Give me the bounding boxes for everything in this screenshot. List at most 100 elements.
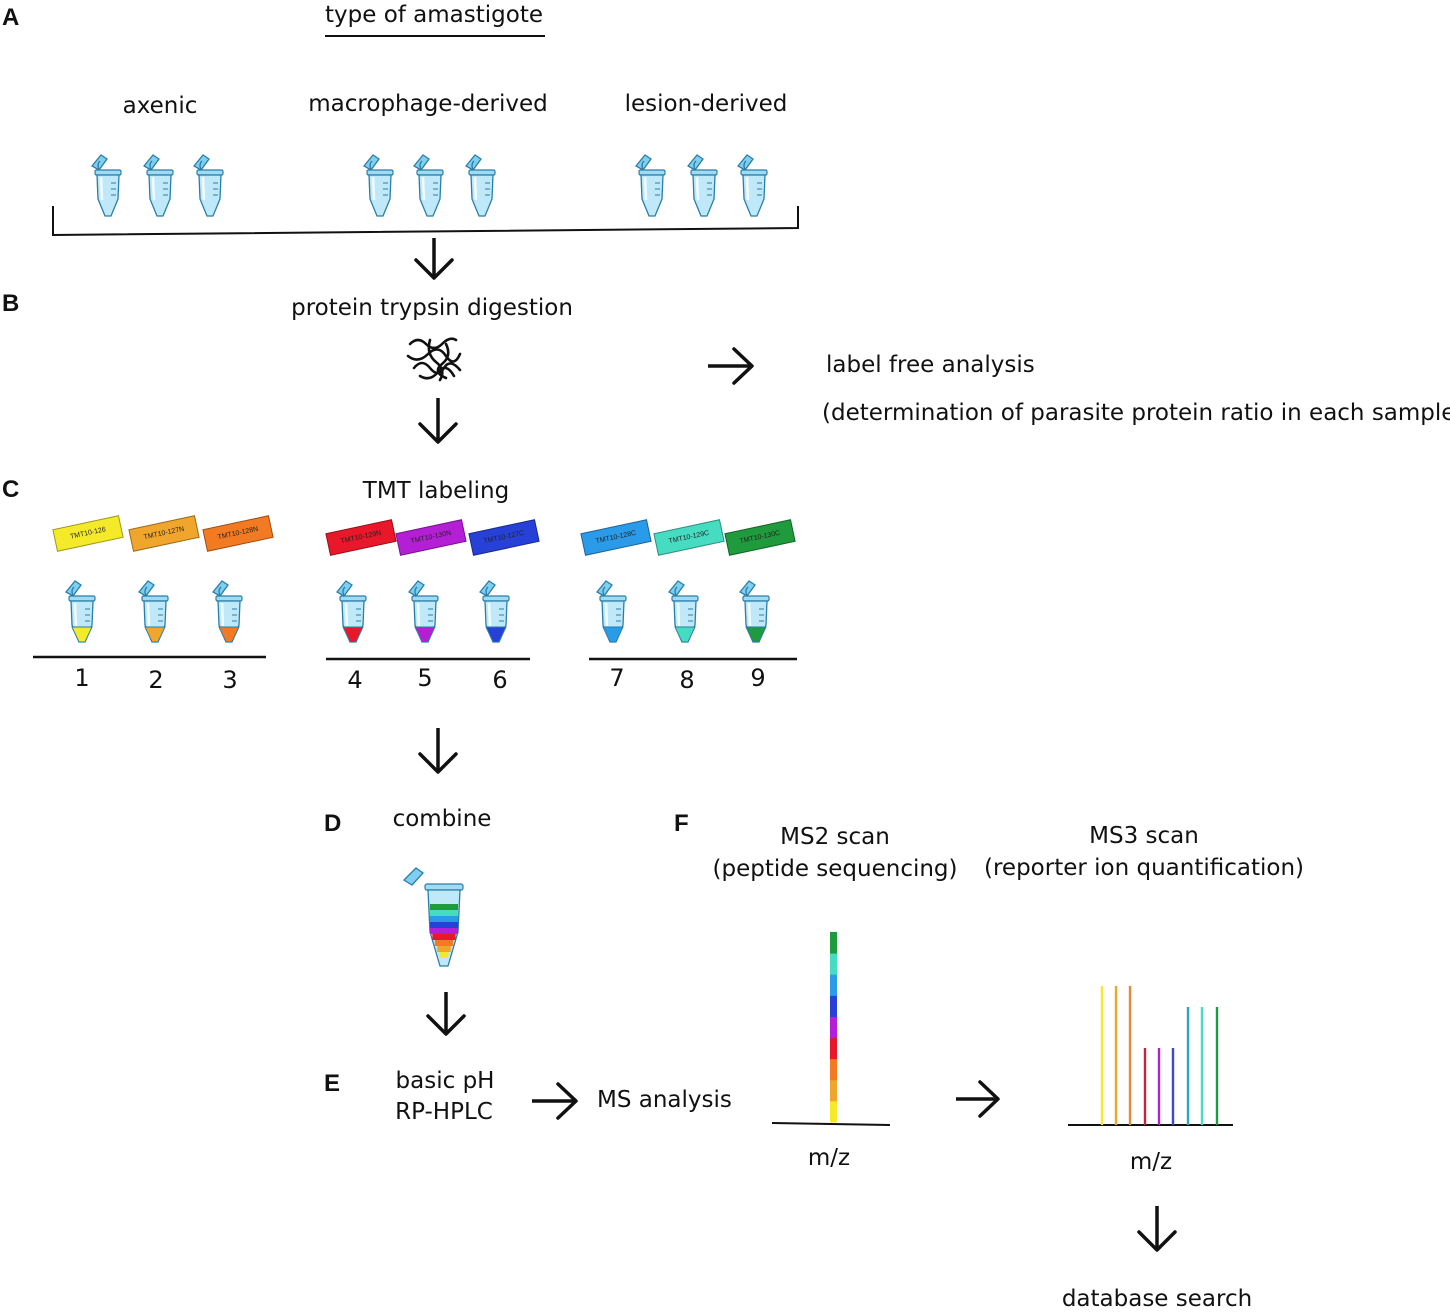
arrow-d-to-e-head xyxy=(426,1014,466,1036)
tmt-labeling-title: TMT labeling xyxy=(362,478,510,504)
tmt-tube-3 xyxy=(212,580,243,643)
tmt-tube-8-sample xyxy=(674,626,696,643)
tmt-tube-9-shine xyxy=(747,602,752,627)
arrow-b-to-c-head xyxy=(418,422,458,444)
digestion-title: protein trypsin digestion xyxy=(291,295,573,321)
tmt-tube-3-sample xyxy=(218,626,240,643)
tube-number-3: 3 xyxy=(222,666,238,694)
tmt-tube-5-sample xyxy=(414,626,436,643)
tmt-tube-6-sample xyxy=(485,626,507,643)
ms-analysis-title: MS analysis xyxy=(597,1087,732,1113)
tmt-tube-8-shine xyxy=(676,602,681,627)
panel-label-e: E xyxy=(324,1070,341,1097)
arrow-ms2-to-ms3-head xyxy=(978,1080,1000,1118)
ms2-peak-segment-3 xyxy=(830,1058,837,1081)
tmt-tube-6-rim xyxy=(482,595,510,602)
tmt-tube-2-sample xyxy=(144,626,166,643)
tmt-tube-8-rim xyxy=(671,595,699,602)
tmt-tube-2-shine xyxy=(146,602,151,627)
ms2-subtitle: (peptide sequencing) xyxy=(712,856,958,882)
combined-layer-4 xyxy=(430,922,458,928)
combined-layer-8 xyxy=(437,946,451,952)
amastigote-tube-3-shine xyxy=(201,176,206,201)
tmt-tube-3-shine xyxy=(220,602,225,627)
combined-layer-2 xyxy=(430,910,458,916)
amastigote-tube-4-rim xyxy=(366,169,394,176)
amastigote-tube-4-shine xyxy=(371,176,376,201)
amastigote-tube-8 xyxy=(687,154,718,217)
group-bracket xyxy=(52,206,799,237)
arrow-a-to-b-head xyxy=(414,258,454,280)
combine-title: combine xyxy=(392,806,492,832)
tmt-tube-7-rim xyxy=(599,595,627,602)
ms3-axis-label: m/z xyxy=(1129,1149,1173,1175)
amastigote-tube-5 xyxy=(413,154,444,217)
tmt-tube-5 xyxy=(408,580,439,643)
peptide-strand-1 xyxy=(408,337,458,350)
ms2-peak-segment-2 xyxy=(830,1079,837,1102)
tmt-tube-4-rim xyxy=(339,595,367,602)
tmt-tube-7-shine xyxy=(604,602,609,627)
ms2-peak-segment-7 xyxy=(830,974,837,996)
amastigote-tube-3-rim xyxy=(196,169,224,176)
tmt-tube-9-sample xyxy=(745,626,767,643)
group-label-axenic: axenic xyxy=(122,93,198,119)
arrow-d-to-e xyxy=(426,992,466,1036)
tmt-tube-4-sample xyxy=(342,626,364,643)
hplc-line2: RP-HPLC xyxy=(395,1099,493,1125)
amastigote-tube-2-rim xyxy=(146,169,174,176)
arrow-to-database-head xyxy=(1137,1230,1177,1252)
ms2-peak-segment-8 xyxy=(830,953,837,975)
peptide-strand-5 xyxy=(427,338,444,382)
amastigote-tube-6-shine xyxy=(473,176,478,201)
panel-label-b: B xyxy=(2,290,20,317)
amastigote-tube-1-shine xyxy=(99,176,104,201)
combined-tube-rim xyxy=(424,883,464,891)
amastigote-type-header: type of amastigote xyxy=(325,2,543,28)
arrow-c-to-d-head xyxy=(418,752,458,774)
amastigote-tube-7-rim xyxy=(638,169,666,176)
arrow-to-label-free xyxy=(708,347,754,385)
amastigote-tube-1 xyxy=(91,154,122,217)
tube-number-9: 9 xyxy=(750,664,766,692)
database-search-title: database search xyxy=(1061,1286,1253,1312)
ms2-peak-segment-6 xyxy=(830,995,837,1017)
combined-layer-7 xyxy=(434,940,454,946)
tmt-tube-7-sample xyxy=(602,626,624,643)
ms2-peak-segment-4 xyxy=(830,1037,837,1060)
tmt-tube-1-sample xyxy=(71,626,93,643)
tmt-tube-1-shine xyxy=(73,602,78,627)
tmt-tube-9-rim xyxy=(742,595,770,602)
tmt-tube-4-shine xyxy=(344,602,349,627)
label-free-title: label free analysis xyxy=(826,352,1035,378)
tube-number-4: 4 xyxy=(347,666,363,694)
ms3-title: MS3 scan xyxy=(1089,823,1199,849)
ms2-peak-segment-9 xyxy=(830,932,837,954)
hplc-line1: basic pH xyxy=(395,1068,495,1094)
combined-tube xyxy=(402,867,464,967)
ms2-peak-segment-5 xyxy=(830,1016,837,1039)
tube-number-2: 2 xyxy=(148,666,164,694)
tmt-tube-1 xyxy=(65,580,96,643)
tube-number-5: 5 xyxy=(417,664,433,692)
tube-number-6: 6 xyxy=(492,666,508,694)
panel-label-c: C xyxy=(2,476,20,503)
tube-number-1: 1 xyxy=(74,664,90,692)
amastigote-tube-4 xyxy=(363,154,394,217)
amastigote-tube-9-rim xyxy=(740,169,768,176)
group-label-lesion: lesion-derived xyxy=(624,91,788,117)
ms2-peak xyxy=(830,932,837,1123)
tmt-tube-3-rim xyxy=(215,595,243,602)
arrow-ms2-to-ms3 xyxy=(956,1080,1000,1118)
combined-layer-5 xyxy=(430,928,458,934)
ms2-baseline xyxy=(771,1122,891,1126)
peptide-strand-6 xyxy=(436,342,450,380)
tube-number-8: 8 xyxy=(679,666,695,694)
panel-label-f: F xyxy=(674,810,689,837)
arrow-to-ms xyxy=(532,1082,578,1120)
label-free-note: (determination of parasite protein ratio… xyxy=(822,400,1450,426)
tmt-tube-5-shine xyxy=(416,602,421,627)
combined-layer-9 xyxy=(439,952,449,958)
amastigote-tube-8-rim xyxy=(690,169,718,176)
